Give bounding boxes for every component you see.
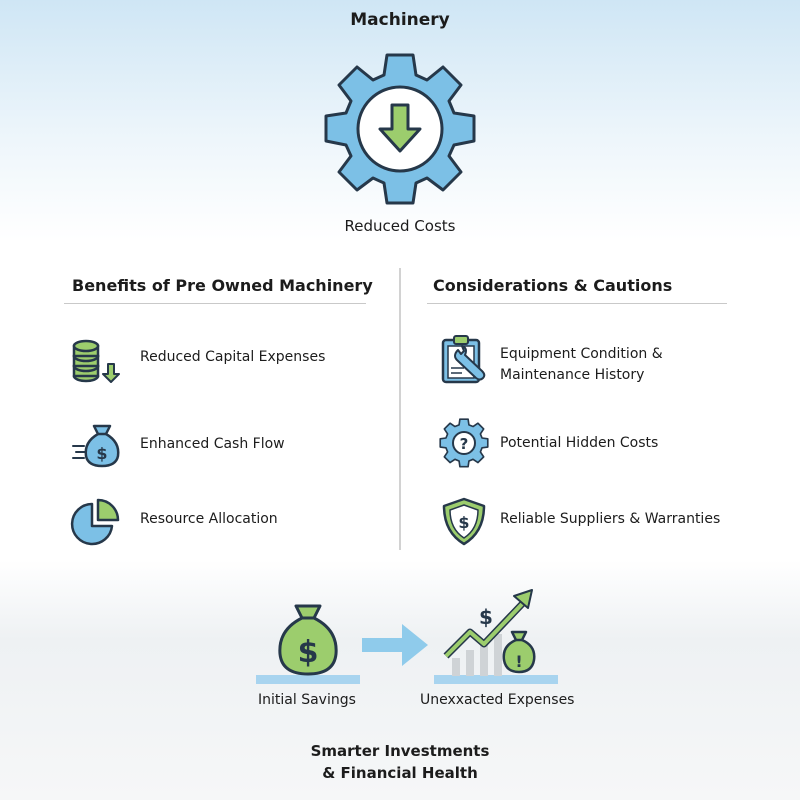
- benefit-item-cash-flow: Enhanced Cash Flow: [140, 436, 285, 452]
- savings-money-bag-icon: $: [276, 600, 340, 680]
- svg-text:$: $: [479, 605, 493, 629]
- savings-label: Initial Savings: [258, 692, 356, 708]
- consideration-item-suppliers: Reliable Suppliers & Warranties: [500, 511, 721, 527]
- footer-line1: Smarter Investments: [310, 742, 490, 760]
- arrow-right-icon: [362, 622, 430, 668]
- footer-title: Smarter Investments & Financial Health: [0, 740, 800, 784]
- question-gear-icon: ?: [438, 418, 490, 470]
- gear-down-arrow-icon: [313, 42, 487, 216]
- svg-text:?: ?: [460, 435, 469, 453]
- consideration-item-condition: Equipment Condition & Maintenance Histor…: [500, 344, 663, 386]
- pie-chart-icon: [70, 496, 122, 548]
- svg-text:$: $: [96, 444, 107, 463]
- benefits-divider: [64, 303, 366, 304]
- benefit-item-reduced-capital: Reduced Capital Expenses: [140, 349, 326, 365]
- benefit-item-resource-allocation: Resource Allocation: [140, 511, 278, 527]
- benefits-heading: Benefits of Pre Owned Machinery: [72, 276, 373, 295]
- coin-stack-down-icon: [70, 334, 122, 386]
- considerations-heading: Considerations & Cautions: [433, 276, 673, 295]
- svg-text:$: $: [298, 635, 319, 670]
- svg-text:$: $: [458, 513, 469, 532]
- consideration-item-condition-line2: Maintenance History: [500, 367, 645, 383]
- considerations-divider: [427, 303, 727, 304]
- shield-dollar-icon: $: [438, 496, 490, 548]
- consideration-item-hidden-costs: Potential Hidden Costs: [500, 435, 659, 451]
- column-divider: [399, 268, 401, 550]
- page-title: Machinery: [350, 10, 450, 30]
- clipboard-wrench-icon: [438, 334, 490, 386]
- gear-caption: Reduced Costs: [344, 217, 456, 235]
- expenses-label: Unexxacted Expenses: [420, 692, 575, 708]
- trend-up-money-bag-icon: $ !: [440, 588, 550, 678]
- svg-text:!: !: [515, 652, 522, 671]
- expenses-platform: [434, 675, 558, 684]
- consideration-item-condition-line1: Equipment Condition &: [500, 346, 663, 362]
- savings-platform: [256, 675, 360, 684]
- money-bag-icon: $: [70, 416, 122, 468]
- footer-line2: & Financial Health: [322, 764, 478, 782]
